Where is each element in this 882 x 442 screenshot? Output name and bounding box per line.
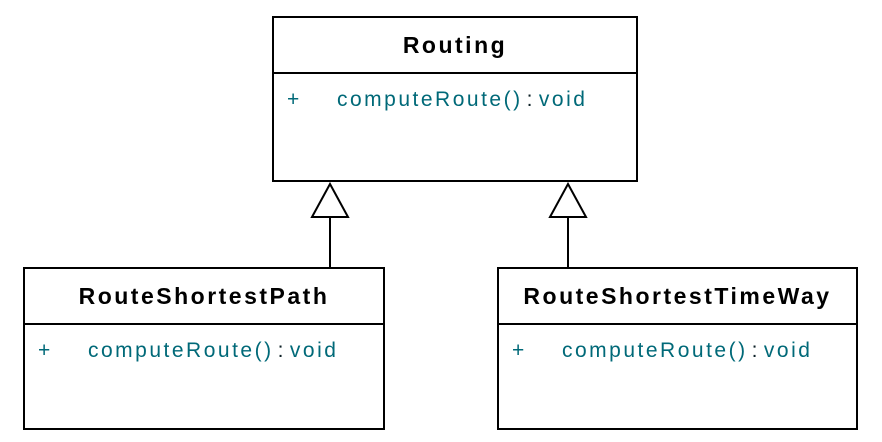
class-name-route-shortest-time-way: RouteShortestTimeWay [499, 269, 856, 325]
class-methods-routing: + computeRoute():void [274, 74, 636, 113]
method-separator: : [526, 88, 535, 111]
method-compute-route: + computeRoute():void [512, 338, 856, 364]
class-name-route-shortest-path: RouteShortestPath [25, 269, 383, 325]
method-signature: computeRoute() [562, 339, 748, 362]
class-box-route-shortest-time-way: RouteShortestTimeWay + computeRoute():voi… [497, 267, 858, 430]
method-return-type: void [538, 88, 588, 111]
method-return-type: void [289, 339, 339, 362]
class-name-routing: Routing [274, 18, 636, 74]
method-separator: : [277, 339, 286, 362]
hollow-triangle-icon [548, 181, 588, 218]
method-signature: computeRoute() [88, 339, 274, 362]
method-compute-route: + computeRoute():void [38, 338, 383, 364]
method-return-type: void [763, 339, 813, 362]
method-signature: computeRoute() [337, 88, 523, 111]
generalization-arrow-left [310, 181, 350, 268]
hollow-triangle-icon [310, 181, 350, 218]
generalization-arrow-right [548, 181, 588, 268]
class-methods-route-shortest-path: + computeRoute():void [25, 325, 383, 364]
method-visibility: + [512, 339, 527, 362]
method-visibility: + [38, 339, 53, 362]
class-methods-route-shortest-time-way: + computeRoute():void [499, 325, 856, 364]
method-separator: : [751, 339, 760, 362]
method-compute-route: + computeRoute():void [287, 87, 636, 113]
method-visibility: + [287, 88, 302, 111]
class-box-route-shortest-path: RouteShortestPath + computeRoute():void [23, 267, 385, 430]
class-box-routing: Routing + computeRoute():void [272, 16, 638, 182]
